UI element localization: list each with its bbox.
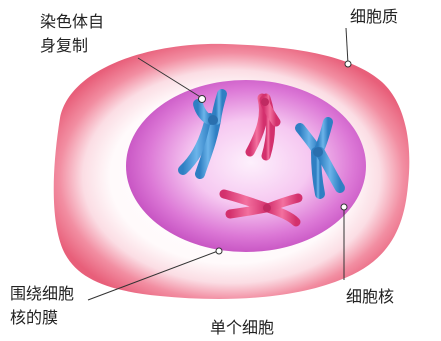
- label-chromosome-line2: 身复制: [40, 36, 88, 55]
- label-cytoplasm: 细胞质: [350, 7, 398, 26]
- label-membrane-line2: 核的膜: [10, 308, 58, 327]
- label-chromosome-line1: 染色体自: [40, 12, 104, 31]
- leader-cytoplasm: [345, 28, 351, 67]
- label-membrane-line1: 围绕细胞: [10, 284, 74, 303]
- label-nucleus: 细胞核: [346, 287, 394, 306]
- diagram-caption: 单个细胞: [210, 318, 274, 337]
